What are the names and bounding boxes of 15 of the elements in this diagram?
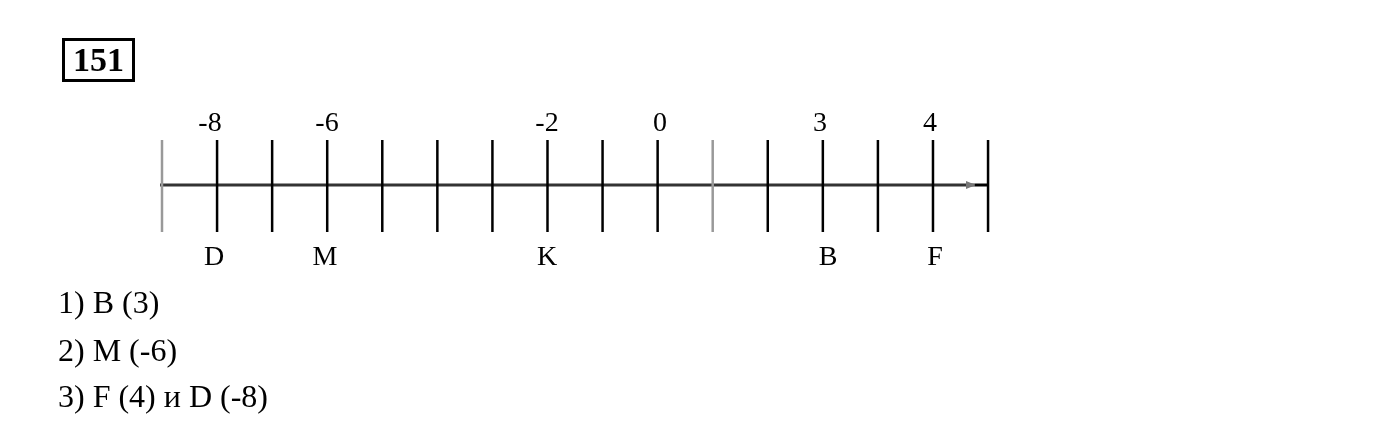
answer-text: 1) B (3) [58, 286, 160, 318]
tick-value: 4 [923, 108, 937, 136]
point-letter: D [203, 242, 225, 270]
answer-text: 3) F (4) и D (-8) [58, 380, 268, 412]
tick-value: -8 [198, 108, 222, 136]
problem-number: 151 [62, 38, 135, 82]
point-letter: B [818, 242, 838, 270]
tick-value: -6 [315, 108, 339, 136]
point-letter: F [927, 242, 943, 270]
tick-value: 0 [653, 108, 667, 136]
tick-value: -2 [535, 108, 559, 136]
point-letter: M [312, 242, 338, 270]
answer-text: 2) M (-6) [58, 334, 178, 366]
tick-value: 3 [813, 108, 827, 136]
point-letter: K [536, 242, 558, 270]
